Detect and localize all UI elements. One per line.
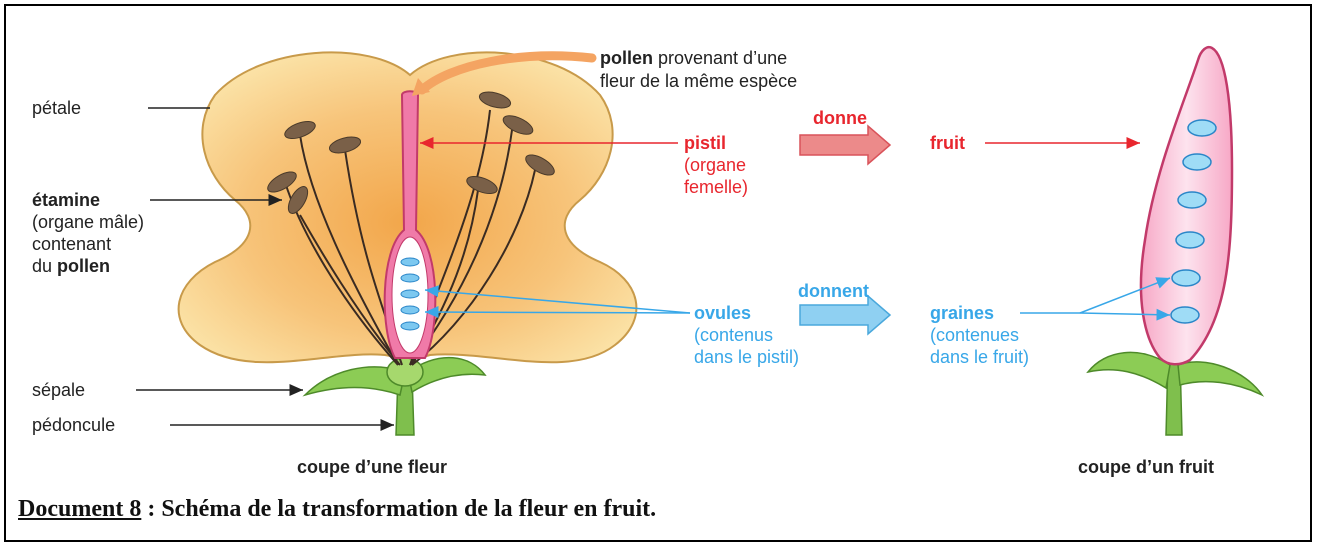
label-pollen: pollen provenant d’une (600, 48, 787, 68)
receptacle (387, 358, 423, 386)
label-pollen-rest: provenant d’une (653, 48, 787, 68)
document-caption: Document 8 : Schéma de la transformation… (18, 496, 656, 523)
fruit-sepal-left (1088, 352, 1170, 388)
label-graines-line2: (contenues (930, 325, 1019, 345)
label-coupe-fleur: coupe d’une fleur (297, 457, 447, 477)
caption-document-number: Document 8 (18, 496, 141, 522)
label-etamine-line4: du pollen (32, 256, 110, 276)
label-pistil: pistil (684, 133, 726, 153)
label-petale: pétale (32, 98, 81, 118)
caption-text: : Schéma de la transformation de la fleu… (141, 496, 656, 522)
label-pistil-line3: femelle) (684, 177, 748, 197)
donnent-arrow (800, 296, 890, 334)
label-coupe-fruit: coupe d’un fruit (1078, 457, 1214, 477)
label-pollen-line2: fleur de la même espèce (600, 71, 797, 91)
label-etamine-pollen: pollen (57, 256, 110, 276)
flower-illustration (179, 52, 637, 435)
label-etamine-du: du (32, 256, 57, 276)
label-graines-line3: dans le fruit) (930, 347, 1029, 367)
label-sepale: sépale (32, 380, 85, 400)
label-etamine-line3: contenant (32, 234, 111, 254)
label-pistil-line2: (organe (684, 155, 746, 175)
label-ovules-line3: dans le pistil) (694, 347, 799, 367)
label-ovules: ovules (694, 303, 751, 323)
label-donnent: donnent (798, 281, 869, 301)
fruit-illustration (1088, 47, 1262, 435)
label-etamine-line2: (organe mâle) (32, 212, 144, 232)
label-etamine: étamine (32, 190, 100, 210)
label-fruit: fruit (930, 133, 965, 153)
fruit-sepal-right (1178, 362, 1262, 395)
label-ovules-line2: (contenus (694, 325, 773, 345)
label-pollen-bold: pollen (600, 48, 653, 68)
label-pedoncule: pédoncule (32, 415, 115, 435)
label-donne: donne (813, 108, 867, 128)
donne-arrow (800, 126, 890, 164)
label-graines: graines (930, 303, 994, 323)
